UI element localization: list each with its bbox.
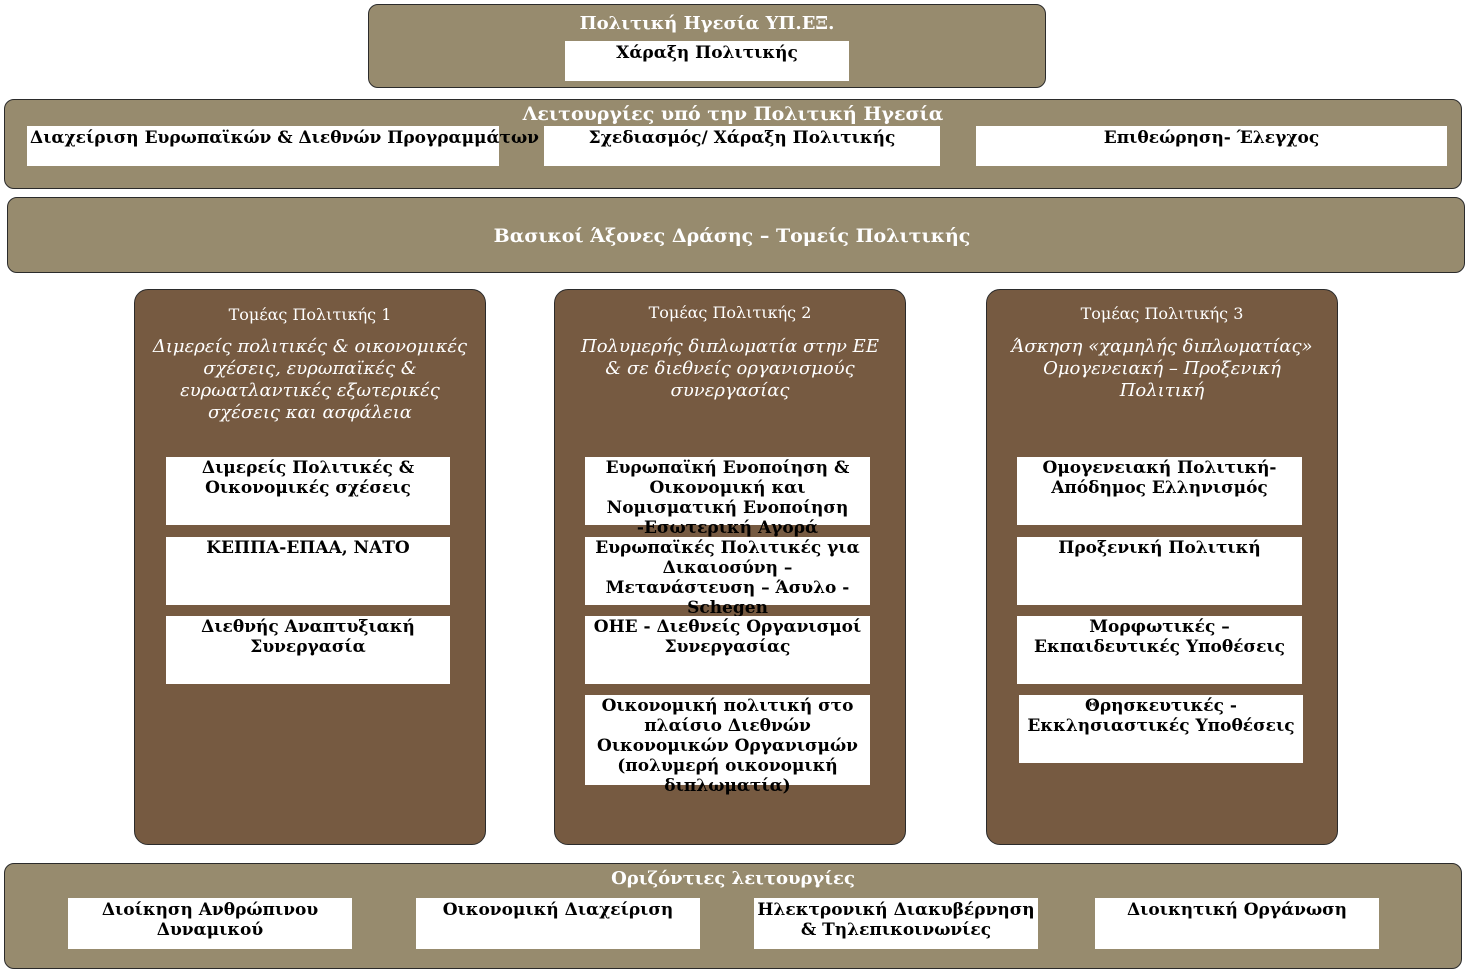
sector-3: Τομέας Πολιτικής 3 Άσκηση «χαμηλής διπλω…: [986, 289, 1338, 845]
sector-2-item-justice-migration: Ευρωπαϊκές Πολιτικές για Δικαιοσύνη – Με…: [585, 537, 870, 618]
sector-3-item-diaspora: Ομογενειακή Πολιτική-Απόδημος Ελληνισμός: [1017, 457, 1302, 525]
financial-management-box: Οικονομική Διαχείριση: [416, 898, 700, 949]
sector-1-subtitle: Διμερείς πολιτικές & οικονομικές σχέσεις…: [152, 336, 468, 423]
hr-box: Διοίκηση Ανθρώπινου Δυναμικού: [68, 898, 352, 949]
sector-1-item-cfsp-nato: ΚΕΠΠΑ-ΕΠΑΑ, ΝΑΤΟ: [166, 537, 450, 605]
inspection-box: Επιθεώρηση- Έλεγχος: [976, 126, 1447, 166]
sector-2-item-un: ΟΗΕ - Διεθνείς Οργανισμοί Συνεργασίας: [585, 616, 870, 684]
leadership-band: Πολιτική Ηγεσία ΥΠ.ΕΞ. Χάραξη Πολιτικής: [368, 4, 1046, 88]
sector-3-item-religious: Θρησκευτικές - Εκκλησιαστικές Υποθέσεις: [1019, 695, 1303, 763]
sector-1-item-bilateral: Διμερείς Πολιτικές & Οικονομικές σχέσεις: [166, 457, 450, 525]
sector-2-subtitle: Πολυμερής διπλωματία στην ΕΕ & σε διεθνε…: [581, 336, 879, 401]
sector-3-item-education: Μορφωτικές – Εκπαιδευτικές Υποθέσεις: [1017, 616, 1302, 684]
sector-3-title: Τομέας Πολιτικής 3: [1080, 304, 1244, 323]
administrative-organization-box: Διοικητική Οργάνωση: [1095, 898, 1379, 949]
sector-3-subtitle: Άσκηση «χαμηλής διπλωματίας» Ομογενειακή…: [1011, 336, 1313, 401]
sector-1-title: Τομέας Πολιτικής 1: [228, 305, 392, 324]
sector-2-title: Τομέας Πολιτικής 2: [648, 303, 812, 322]
sector-1-item-development: Διεθνής Αναπτυξιακή Συνεργασία: [166, 616, 450, 684]
sector-2-item-eu-integration: Ευρωπαϊκή Ενοποίηση & Οικονομική και Νομ…: [585, 457, 870, 538]
policy-making-box: Χάραξη Πολιτικής: [565, 41, 849, 81]
sector-2-item-economic-policy: Οικονομική πολιτική στο πλαίσιο Διεθνών …: [585, 695, 870, 796]
planning-box: Σχεδιασμός/ Χάραξη Πολιτικής: [544, 126, 940, 166]
sector-2: Τομέας Πολιτικής 2 Πολυμερής διπλωματία …: [554, 289, 906, 845]
sector-3-item-consular: Προξενική Πολιτική: [1017, 537, 1302, 605]
programs-management-box: Διαχείριση Ευρωπαϊκών & Διεθνών Προγραμμ…: [27, 126, 539, 166]
e-government-box: Ηλεκτρονική Διακυβέρνηση & Τηλεπικοινωνί…: [754, 898, 1038, 949]
axes-title: Βασικοί Άξονες Δράσης – Τομείς Πολιτικής: [493, 225, 971, 247]
functions-title: Λειτουργίες υπό την Πολιτική Ηγεσία: [522, 103, 944, 125]
horizontal-band: Οριζόντιες λειτουργίες Διοίκηση Ανθρώπιν…: [4, 863, 1462, 969]
axes-band: Βασικοί Άξονες Δράσης – Τομείς Πολιτικής: [7, 197, 1465, 273]
leadership-title: Πολιτική Ηγεσία ΥΠ.ΕΞ.: [579, 13, 835, 34]
horizontal-title: Οριζόντιες λειτουργίες: [611, 868, 855, 889]
functions-band: Λειτουργίες υπό την Πολιτική Ηγεσία Διαχ…: [4, 99, 1462, 189]
sector-1: Τομέας Πολιτικής 1 Διμερείς πολιτικές & …: [134, 289, 486, 845]
